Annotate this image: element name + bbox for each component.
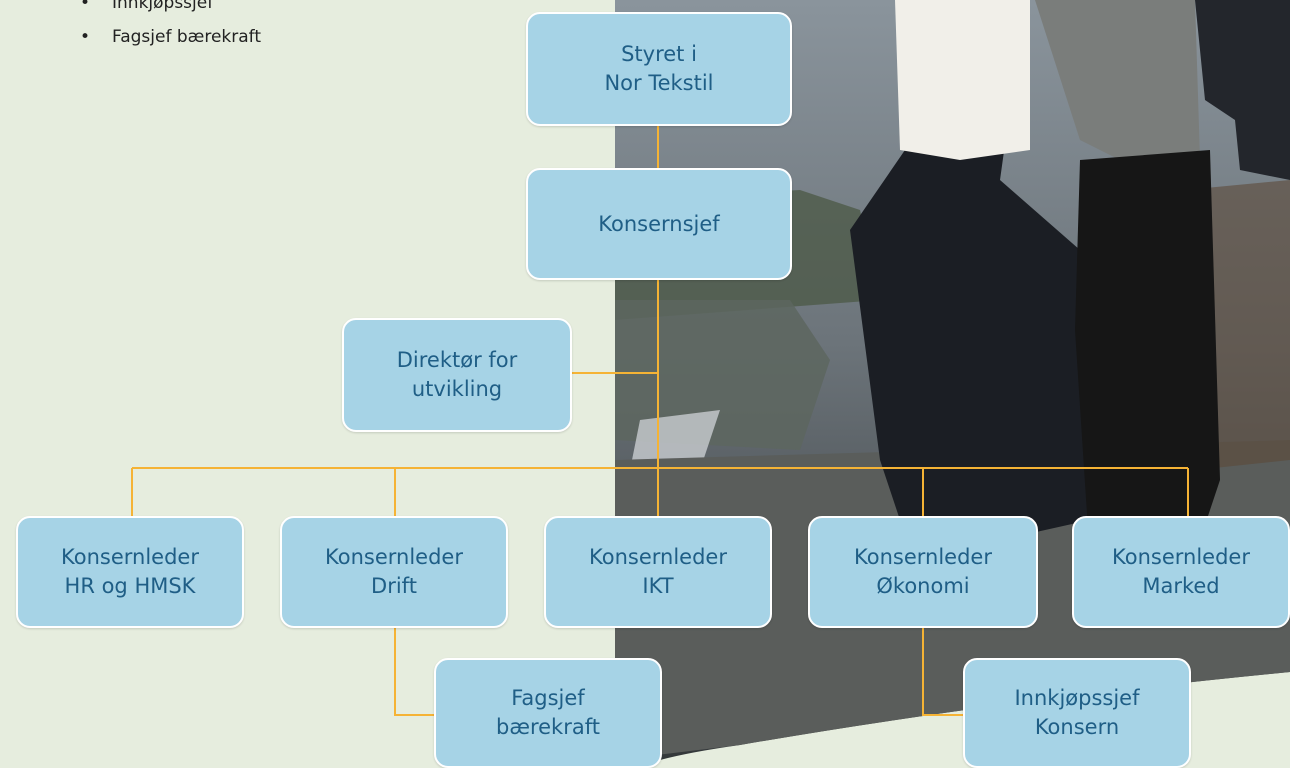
leader-finance-box: Konsernleder Økonomi bbox=[808, 516, 1038, 628]
leader-operations-box: Konsernleder Drift bbox=[280, 516, 508, 628]
bullet-sustainability: Fagsjef bærekraft bbox=[68, 20, 261, 54]
leader-marketing-box: Konsernleder Marked bbox=[1072, 516, 1290, 628]
board-box: Styret i Nor Tekstil bbox=[526, 12, 792, 126]
sustainability-box: Fagsjef bærekraft bbox=[434, 658, 662, 768]
development-director-box: Direktør for utvikling bbox=[342, 318, 572, 432]
ceo-box: Konsernsjef bbox=[526, 168, 792, 280]
procurement-box: Innkjøpssjef Konsern bbox=[963, 658, 1191, 768]
leader-ict-box: Konsernleder IKT bbox=[544, 516, 772, 628]
leader-hr-box: Konsernleder HR og HMSK bbox=[16, 516, 244, 628]
intro-bullet-list: Innkjøpssjef Fagsjef bærekraft bbox=[68, 0, 261, 54]
bullet-procurement: Innkjøpssjef bbox=[68, 0, 261, 20]
